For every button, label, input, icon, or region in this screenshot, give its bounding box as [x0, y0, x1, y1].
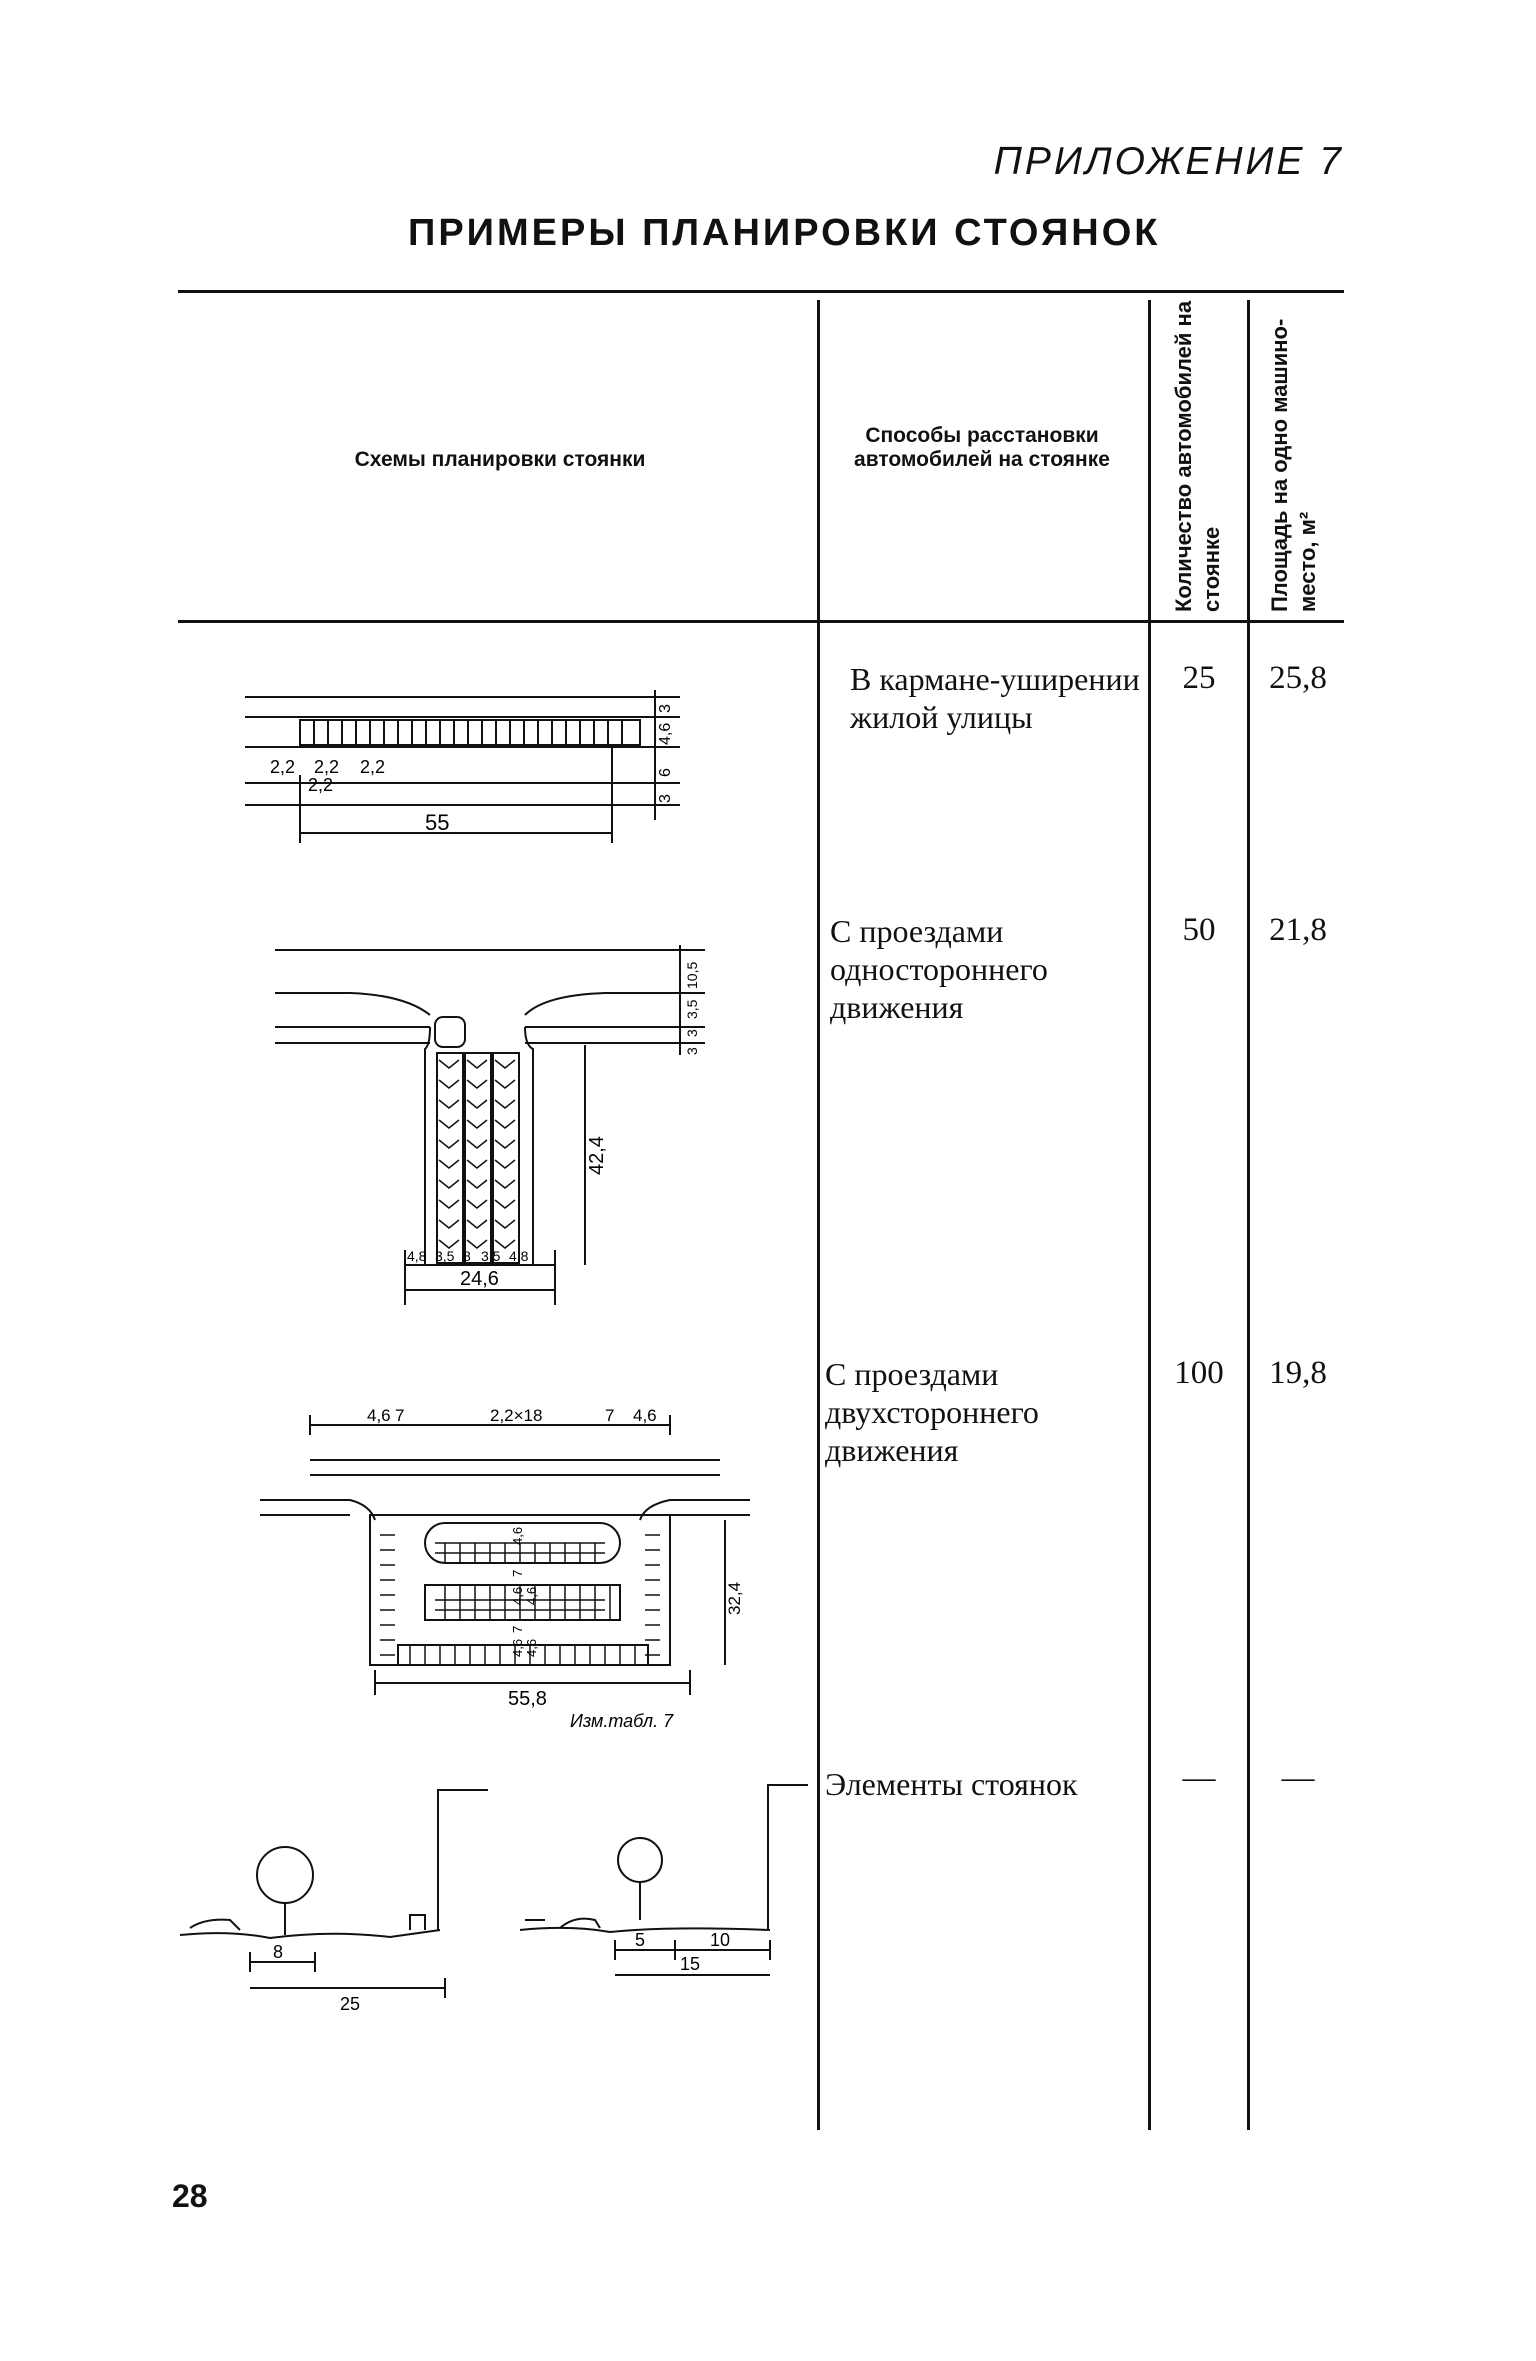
scheme2-dim-d: 3,5: [481, 1248, 501, 1264]
count-row-2: 50: [1182, 912, 1216, 948]
count-row-1: 25: [1182, 660, 1216, 696]
method-row-4: Элементы стоянок: [825, 1766, 1078, 1802]
scheme3-dim-c: 2,2×18: [490, 1406, 542, 1425]
scheme2-dim-f: 3: [684, 1047, 700, 1055]
count-row-4: —: [1182, 1760, 1216, 1796]
column-header-methods: Способы расстановки автомобилей на стоян…: [854, 424, 1110, 471]
method-row-2: С проездами одностороннего движения: [830, 913, 1048, 1025]
scheme4-dim-a: 8: [273, 1942, 283, 1962]
scheme3-dim-l: 4,6: [524, 1639, 539, 1657]
area-row-3: 19,8: [1269, 1355, 1327, 1391]
column-header-schemes: Схемы планировки стоянки: [354, 448, 646, 471]
scheme1-dim-c: 2,2: [360, 757, 385, 777]
scheme1-dim-e: 3: [657, 704, 674, 713]
handwritten-note: Изм.табл. 7: [570, 1711, 674, 1731]
appendix-label: ПРИЛОЖЕНИЕ 7: [993, 140, 1344, 183]
scheme2-dim-g: 3: [684, 1029, 700, 1037]
scheme4-dim-e: 15: [680, 1954, 700, 1974]
column-divider-3: [1247, 300, 1250, 2130]
scheme3-dim-j: 7: [510, 1626, 525, 1633]
column-divider-2: [1148, 300, 1151, 2130]
scheme1-dim-a: 2,2: [270, 757, 295, 777]
column-divider-1: [817, 300, 820, 2130]
scheme3-dim-k: 4,6: [510, 1639, 525, 1657]
scheme3-dim-depth: 32,4: [725, 1582, 744, 1615]
scheme3-dim-e: 4,6: [633, 1406, 657, 1425]
header-bottom-rule: [178, 620, 1344, 623]
scheme-one-way: 42,4 24,6 4,8 3,5 8 3,5 4,8 3 3 3,5 10,5: [275, 945, 705, 1305]
count-row-3: 100: [1174, 1355, 1224, 1391]
scheme-pocket-widening: 55 2,2 2,2 2,2 2,2 3 4,6 6 3: [245, 690, 680, 843]
area-row-4: —: [1281, 1760, 1315, 1796]
area-row-2: 21,8: [1269, 912, 1327, 948]
scheme2-dim-e: 4,8: [509, 1248, 529, 1264]
scheme4-dim-b: 25: [340, 1994, 360, 2010]
page-number: 28: [172, 2178, 208, 2214]
scheme2-dim-a: 4,8: [407, 1248, 427, 1264]
scheme1-dim-g: 6: [657, 768, 674, 777]
scheme3-dim-width: 55,8: [508, 1688, 547, 1710]
scheme1-dim-b: 2,2: [314, 757, 339, 777]
area-row-1: 25,8: [1269, 660, 1327, 696]
column-header-count: Количество автомобилей на стоянке: [1171, 300, 1224, 612]
scheme3-dim-g: 7: [510, 1570, 525, 1577]
page-title: ПРИМЕРЫ ПЛАНИРОВКИ СТОЯНОК: [408, 212, 1161, 254]
scheme2-dim-i: 10,5: [684, 962, 700, 989]
scheme4-dim-d: 10: [710, 1930, 730, 1950]
scheme3-dim-b: 7: [395, 1406, 404, 1425]
scheme1-dim-d: 2,2: [308, 775, 333, 795]
scheme2-dim-depth: 42,4: [586, 1136, 608, 1175]
method-row-1: В кармане-уширении жилой улицы: [850, 661, 1140, 735]
scheme1-dim-h: 3: [657, 794, 674, 803]
scheme3-dim-a: 4,6: [367, 1406, 391, 1425]
scheme1-dim-f: 4,6: [657, 723, 674, 745]
scheme-parking-elements: 8 25 5 10 15: [179, 1784, 808, 2010]
scheme4-dim-c: 5: [635, 1930, 645, 1950]
scheme2-dim-h: 3,5: [684, 999, 700, 1019]
column-header-area: Площадь на одно машино-место, м²: [1267, 318, 1320, 612]
scheme3-dim-h: 4,6: [510, 1587, 525, 1605]
scheme3-dim-f: 4,6: [510, 1527, 525, 1545]
scheme3-dim-i: 4,6: [524, 1587, 539, 1605]
scheme3-dim-d: 7: [605, 1406, 614, 1425]
scheme-two-way: 4,6 7 2,2×18 7 4,6 32,4 55,8 4,6 7 4,6 4…: [260, 1406, 750, 1731]
scheme2-dim-width: 24,6: [460, 1268, 499, 1290]
method-row-3: С проездами двухстороннего движения: [825, 1356, 1039, 1468]
scheme2-dim-b: 3,5: [435, 1248, 455, 1264]
scheme1-dim-length: 55: [425, 810, 449, 835]
table-top-rule: [178, 290, 1344, 293]
scheme2-dim-c: 8: [463, 1248, 471, 1264]
